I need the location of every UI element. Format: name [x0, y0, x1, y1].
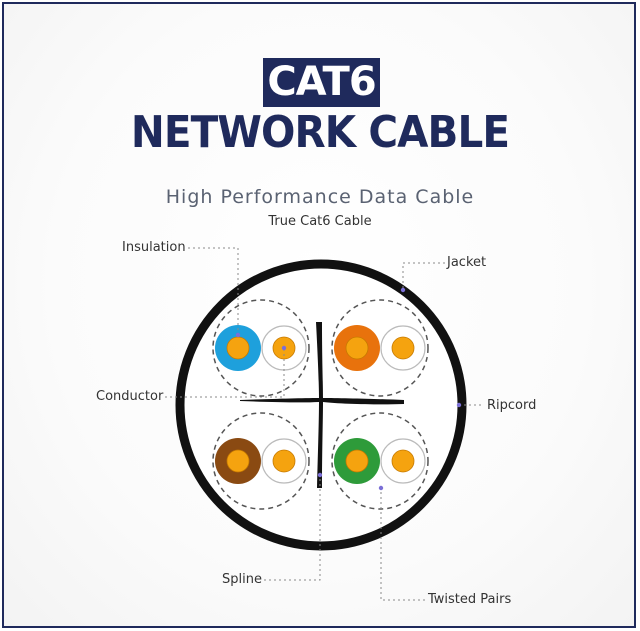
pair-shield-top-left	[212, 299, 310, 397]
spline-arm-left	[240, 398, 319, 403]
label-jacket: Jacket	[447, 255, 487, 270]
leader-dot	[235, 332, 241, 338]
conductor-core	[272, 449, 296, 473]
conductor-core	[345, 449, 369, 473]
label-twisted-pairs: Twisted Pairs	[428, 592, 512, 607]
subsubtitle: True Cat6 Cable	[268, 214, 372, 229]
leader-spline	[264, 475, 321, 581]
leader-dot	[400, 287, 406, 293]
leader-jacket	[402, 262, 445, 290]
leader-conductor	[165, 350, 285, 398]
conductor-core	[226, 336, 250, 360]
subtitle: High Performance Data Cable	[165, 186, 475, 208]
conductor-core	[345, 336, 369, 360]
label-conductor: Conductor	[96, 389, 164, 404]
conductor-core	[226, 449, 250, 473]
conductor-core	[391, 449, 415, 473]
label-insulation: Insulation	[122, 240, 186, 255]
pair-shield-bottom-left	[212, 412, 310, 510]
label-ripcord: Ripcord	[487, 398, 537, 413]
leader-dot	[317, 472, 323, 478]
title-badge: CAT6	[263, 58, 380, 107]
conductor-core	[391, 336, 415, 360]
leader-dot	[281, 345, 287, 351]
leader-dot	[378, 485, 384, 491]
page-title: NETWORK CABLE	[130, 107, 510, 158]
pair-shield-bottom-right	[331, 412, 429, 510]
label-spline: Spline	[222, 572, 262, 587]
leader-dot	[456, 402, 462, 408]
leader-insulation	[188, 247, 239, 335]
pair-shield-top-right	[331, 299, 429, 397]
